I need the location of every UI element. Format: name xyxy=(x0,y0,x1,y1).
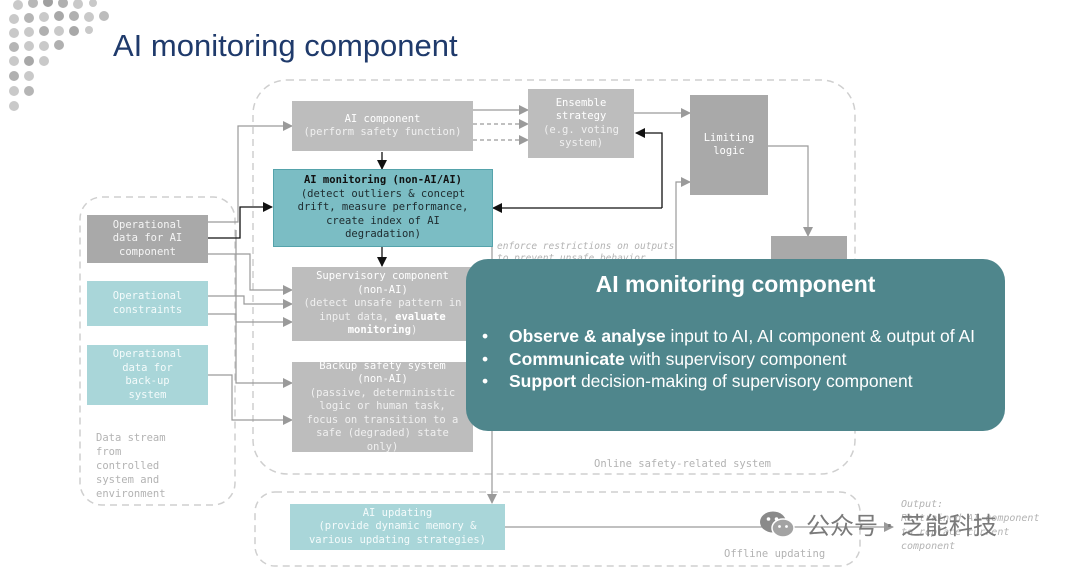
supervisory-sub-text: (detect unsafe pattern in input data, xyxy=(303,297,462,323)
ai-updating-title: AI updating xyxy=(362,506,433,519)
op-data-backup-title: Operational data for back-up system xyxy=(112,348,183,401)
backup-subtitle: (passive, deterministic logic or human t… xyxy=(306,386,459,453)
callout-list: Observe & analyse input to AI, AI compon… xyxy=(482,325,987,393)
callout-item: Observe & analyse input to AI, AI compon… xyxy=(482,325,987,348)
op-data-backup-box: Operational data for back-up system xyxy=(87,345,208,405)
callout-item-text: input to AI, AI component & output of AI xyxy=(665,326,976,346)
op-data-ai-title: Operational data for AI component xyxy=(112,218,183,258)
op-constraints-title: Operational constraints xyxy=(112,290,183,316)
monitoring-subtitle: (detect outliers & concept drift, measur… xyxy=(297,187,469,241)
data-stream-region xyxy=(79,196,236,506)
page-title: AI monitoring component xyxy=(113,28,458,63)
supervisory-title: Supervisory component (non-AI) xyxy=(316,270,449,296)
supervisory-subtitle: (detect unsafe pattern in input data, ev… xyxy=(303,297,461,338)
ai-component-box: AI component (perform safety function) xyxy=(292,101,473,151)
backup-safety-box: Backup safety system (non-AI) (passive, … xyxy=(292,359,473,453)
watermark: 公众号 · 芝能科技 xyxy=(758,506,997,541)
ai-component-subtitle: (perform safety function) xyxy=(303,126,462,138)
supervisory-sub-bold: evaluate monitoring xyxy=(347,310,446,337)
op-constraints-box: Operational constraints xyxy=(87,281,208,326)
ai-component-title: AI component xyxy=(344,112,421,125)
callout-item-text: with supervisory component xyxy=(624,348,847,369)
op-data-ai-box: Operational data for AI component xyxy=(87,215,208,263)
callout-item: Support decision-making of supervisory c… xyxy=(482,370,987,393)
callout-item-text: decision-making of supervisory component xyxy=(576,371,913,391)
online-system-label: Online safety-related system xyxy=(594,458,772,470)
backup-title: Backup safety system (non-AI) xyxy=(319,359,446,386)
limiting-title: Limiting logic xyxy=(703,131,755,158)
offline-region xyxy=(254,491,861,567)
supervisory-sub-end: ) xyxy=(410,324,418,337)
ensemble-title: Ensemble strategy xyxy=(555,96,607,123)
ensemble-subtitle: (e.g. voting system) xyxy=(543,123,619,150)
monitoring-callout: AI monitoring component Observe & analys… xyxy=(466,259,1005,431)
callout-item-bold: Support xyxy=(509,371,577,391)
ai-updating-subtitle: (provide dynamic memory & various updati… xyxy=(308,520,486,546)
monitoring-title: AI monitoring (non-AI/AI) xyxy=(303,174,463,187)
enforce-label: enforce restrictions on outputs to preve… xyxy=(497,241,675,264)
data-stream-label: Data stream from controlled system and e… xyxy=(96,432,166,500)
supervisory-component-box: Supervisory component (non-AI) (detect u… xyxy=(292,267,473,341)
callout-item: Communicate with supervisory component xyxy=(482,348,987,371)
callout-item-bold: Observe & analyse xyxy=(509,326,666,346)
watermark-text: 公众号 · 芝能科技 xyxy=(806,512,997,540)
callout-item-bold: Communicate xyxy=(509,348,625,369)
output-label: Output: Re-trained AI component to repla… xyxy=(901,499,1040,552)
wechat-icon xyxy=(760,511,795,538)
limiting-logic-box: Limiting logic xyxy=(690,95,768,195)
callout-heading: AI monitoring component xyxy=(595,271,876,297)
ensemble-strategy-box: Ensemble strategy (e.g. voting system) xyxy=(528,89,634,158)
dot-logo xyxy=(9,0,109,111)
ai-monitoring-box: AI monitoring (non-AI/AI) (detect outlie… xyxy=(273,169,493,247)
ai-updating-box: AI updating (provide dynamic memory & va… xyxy=(290,504,505,550)
offline-updating-label: Offline updating xyxy=(724,548,826,560)
